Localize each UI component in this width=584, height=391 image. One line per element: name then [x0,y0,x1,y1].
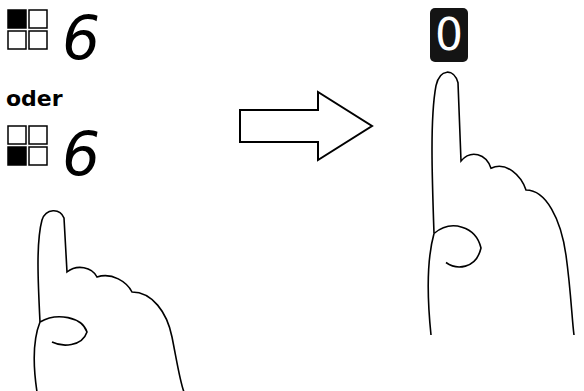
key-label: 0 [435,13,463,57]
display-digit: 6 [62,124,100,184]
hollow-arrow [240,92,372,160]
pointing-hand [428,72,574,335]
key-button: 0 [430,8,468,62]
conjunction-text: oder [6,88,63,110]
pointing-hand [34,211,184,391]
display-digit: 6 [62,8,100,68]
grid-icon [8,10,47,49]
grid-icon [8,126,47,165]
